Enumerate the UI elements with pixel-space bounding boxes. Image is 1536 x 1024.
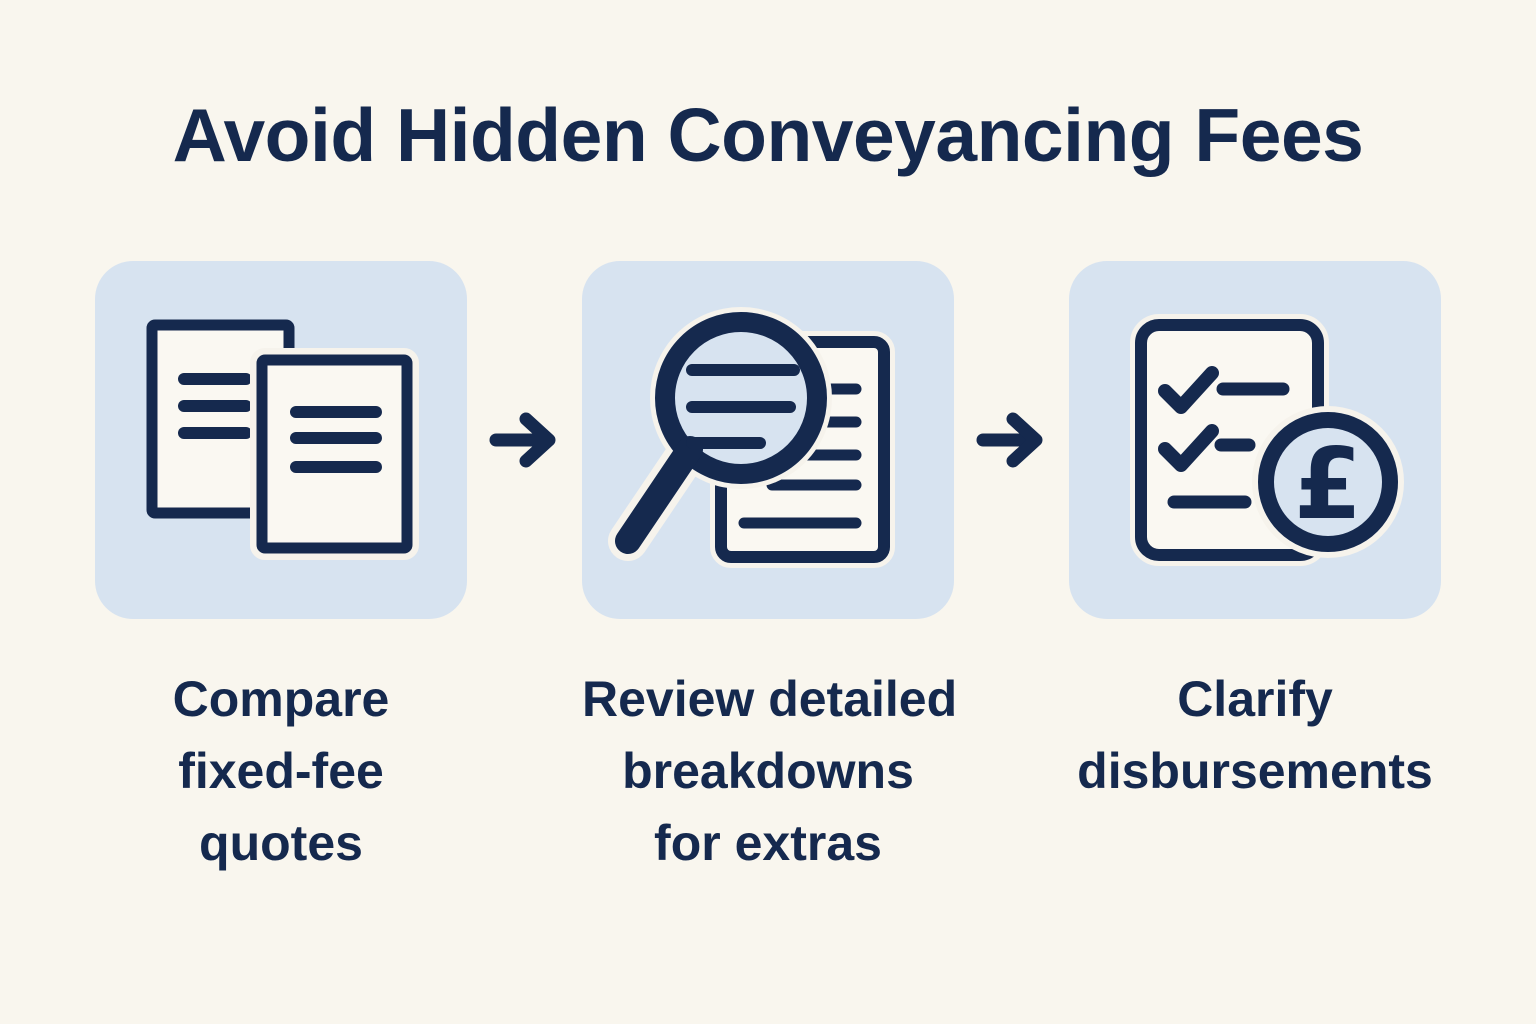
caption-line: disbursements: [1077, 742, 1433, 799]
arrow-right-icon: [489, 412, 555, 467]
steps-icon-row: £: [0, 260, 1536, 619]
magnifier-document-icon: [608, 306, 895, 568]
checklist-pound-icon: £: [1130, 313, 1404, 566]
page-title: Avoid Hidden Conveyancing Fees: [172, 93, 1364, 177]
step-caption-compare-quotes: Compare fixed-fee quotes: [95, 663, 467, 879]
caption-line: Review detailed: [582, 670, 958, 727]
caption-line: fixed-fee: [178, 742, 384, 799]
caption-line: breakdowns: [622, 742, 914, 799]
step-card-review-breakdowns: [582, 260, 954, 619]
pound-symbol: £: [1294, 428, 1362, 542]
caption-line: quotes: [199, 814, 363, 871]
caption-line: for extras: [654, 814, 882, 871]
step-card-clarify-disbursements: £: [1069, 260, 1441, 619]
step-caption-review-breakdowns: Review detailed breakdowns for extras: [582, 663, 958, 879]
caption-line: Compare: [172, 670, 390, 727]
caption-line: Clarify: [1177, 670, 1333, 727]
step-card-compare-quotes: [95, 260, 467, 619]
steps-caption-row: Compare fixed-fee quotes Review detailed…: [0, 663, 1536, 879]
step-separator: [467, 261, 582, 619]
step-separator: [954, 261, 1069, 619]
step-caption-clarify-disbursements: Clarify disbursements: [1069, 663, 1441, 807]
arrow-right-icon: [976, 412, 1042, 467]
compare-documents-icon: [146, 319, 419, 560]
